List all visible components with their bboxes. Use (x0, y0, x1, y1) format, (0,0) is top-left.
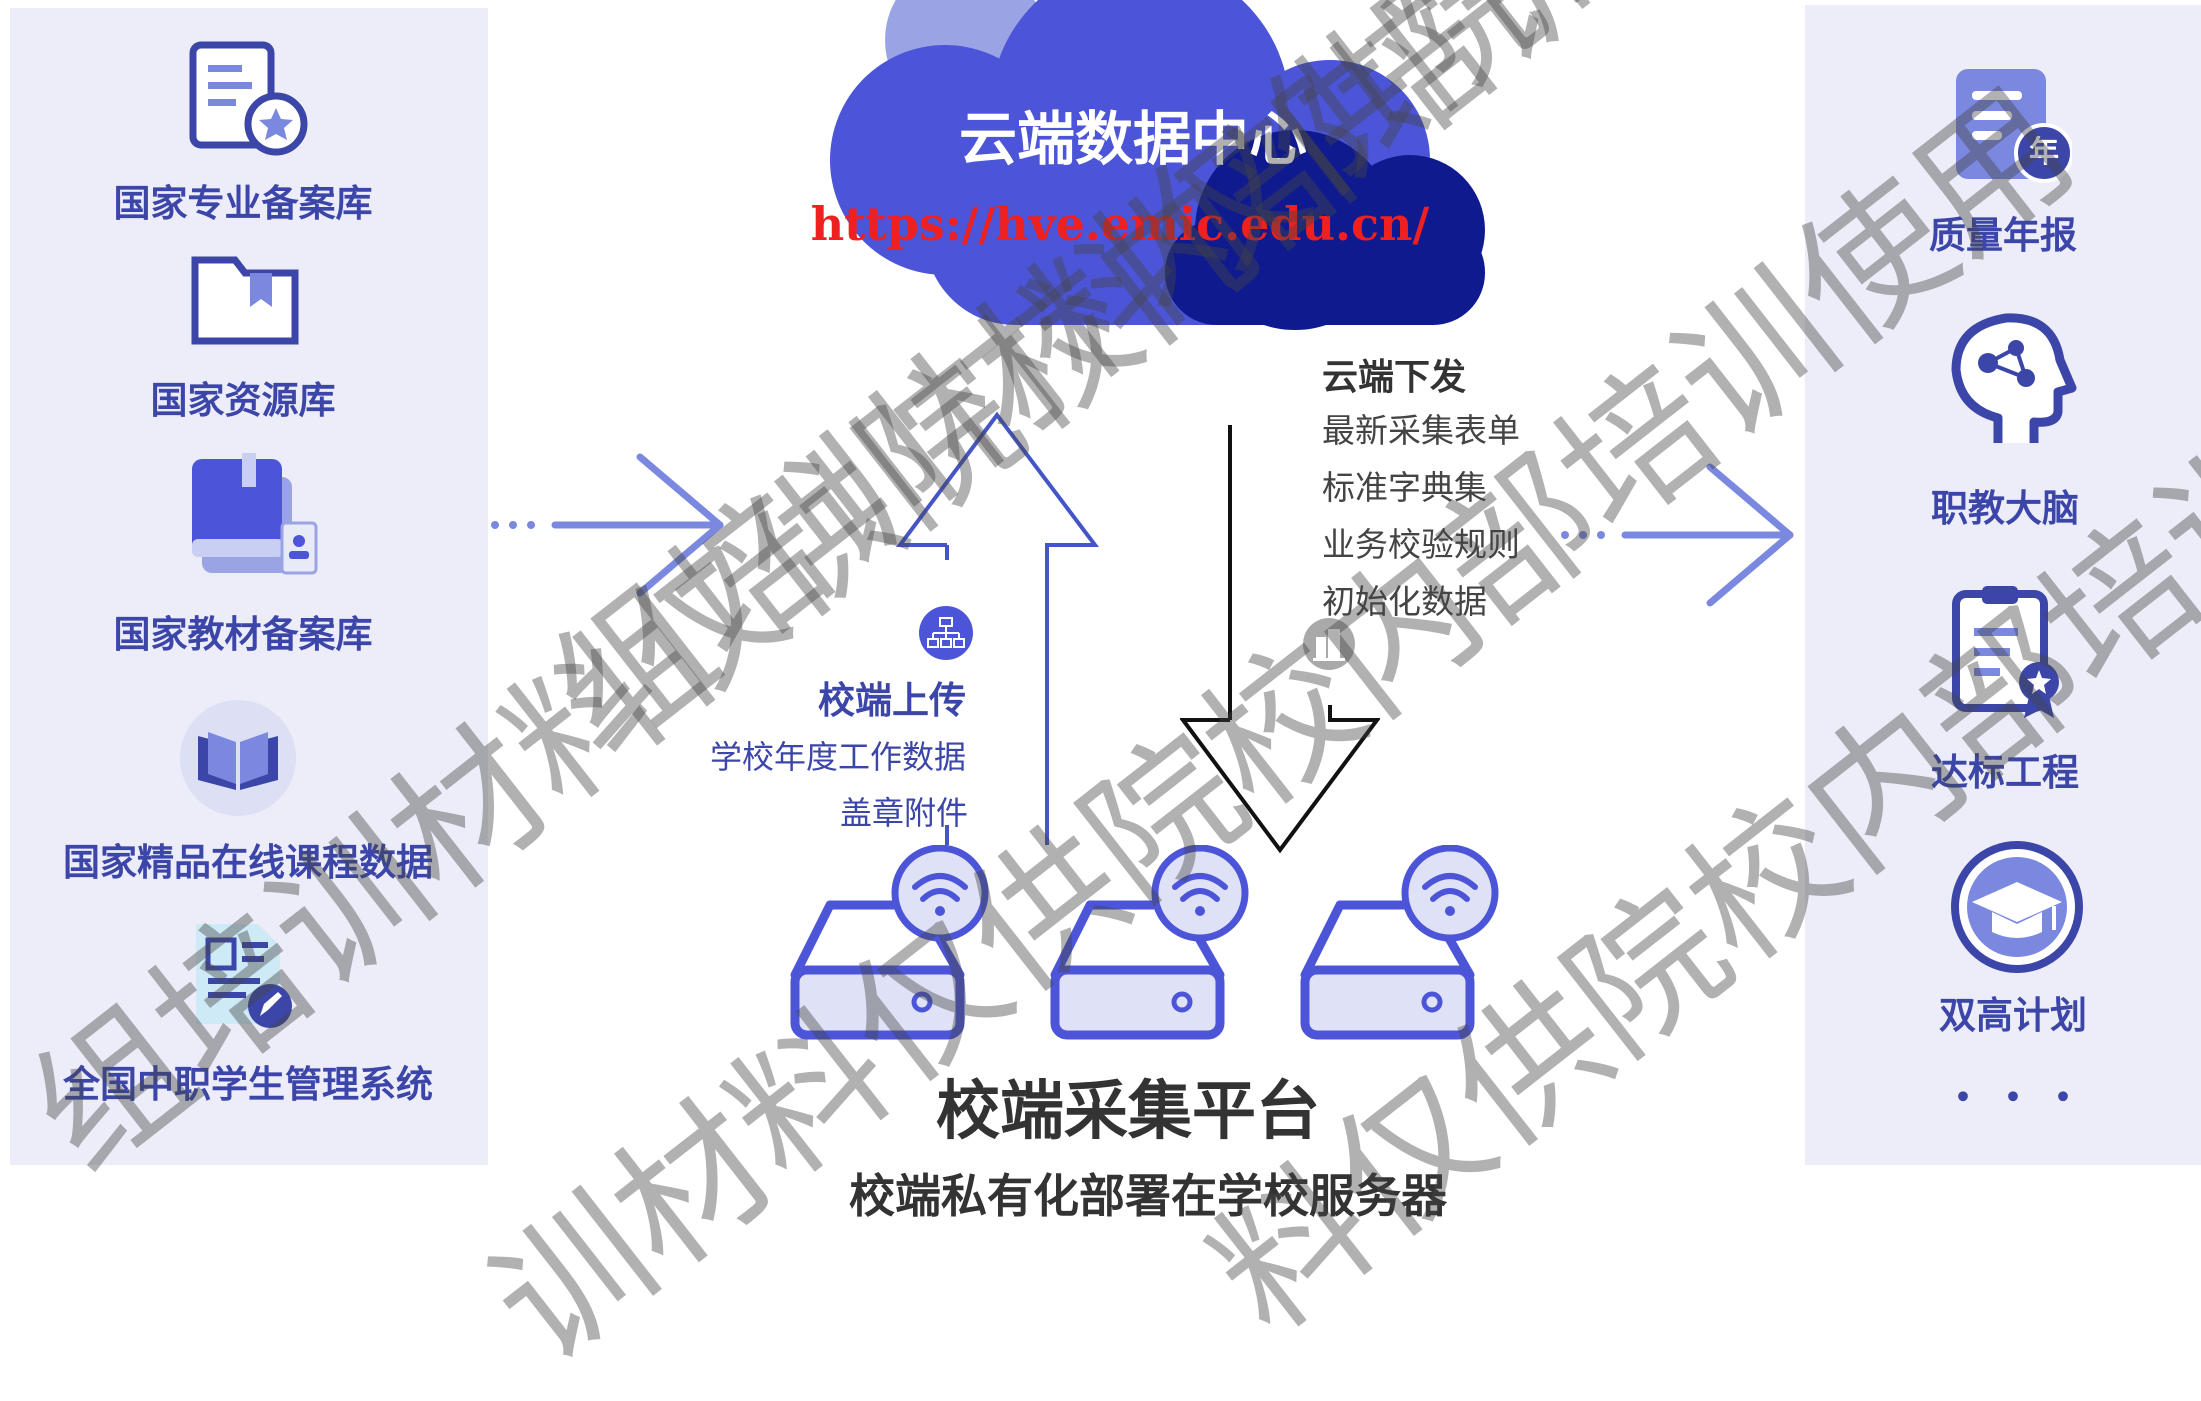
left-label-0: 国家专业备案库 (113, 181, 373, 225)
server-wifi-icon-2 (1050, 845, 1250, 1045)
left-flow-arrow (485, 445, 735, 605)
folder-icon (190, 255, 302, 347)
download-item-2: 业务校验规则 (1322, 525, 1520, 564)
right-label-1: 职教大脑 (1931, 486, 2079, 530)
upload-title: 校端上传 (818, 678, 966, 722)
platform-title: 校端采集平台 (936, 1074, 1320, 1149)
download-arrow (1180, 425, 1380, 855)
upload-item-1: 盖章附件 (840, 794, 969, 832)
platform-subtitle: 校端私有化部署在学校服务器 (849, 1169, 1447, 1223)
right-label-2: 达标工程 (1931, 750, 2079, 794)
download-item-3: 初始化数据 (1322, 582, 1487, 621)
clipboard-award-icon (1950, 582, 2075, 722)
download-title: 云端下发 (1322, 356, 1467, 398)
right-flow-arrow (1555, 455, 1805, 615)
hierarchy-icon (918, 605, 974, 661)
cloud-title: 云端数据中心 (958, 105, 1308, 173)
left-label-2: 国家教材备案库 (113, 612, 373, 656)
left-label-4: 全国中职学生管理系统 (63, 1062, 433, 1106)
right-output-panel (1805, 5, 2201, 1165)
document-star-icon (188, 40, 308, 160)
annual-report-icon: 年 (1952, 65, 2072, 190)
cloud-shape (825, 0, 1505, 340)
right-label-3: 双高计划 (1939, 993, 2087, 1037)
upload-arrow (890, 410, 1100, 850)
open-book-icon (178, 698, 298, 818)
id-card-edit-icon (188, 918, 298, 1030)
upload-item-0: 学校年度工作数据 (710, 738, 967, 776)
brain-head-icon (1938, 308, 2078, 448)
download-item-0: 最新采集表单 (1322, 411, 1520, 450)
server-wifi-icon-1 (790, 845, 990, 1045)
left-label-1: 国家资源库 (150, 378, 336, 422)
right-more-ellipsis: ・・・ (1943, 1074, 2093, 1121)
left-label-3: 国家精品在线课程数据 (63, 840, 433, 884)
cloud-url-link[interactable]: https://hve.emic.edu.cn/ (810, 197, 1430, 251)
books-icon (186, 453, 321, 583)
download-item-1: 标准字典集 (1322, 468, 1487, 507)
server-wifi-icon-3 (1300, 845, 1500, 1045)
right-label-0: 质量年报 (1929, 213, 2077, 257)
graduation-cap-icon (1950, 840, 2085, 975)
annual-report-badge: 年 (2029, 135, 2059, 170)
building-icon (1302, 617, 1356, 671)
